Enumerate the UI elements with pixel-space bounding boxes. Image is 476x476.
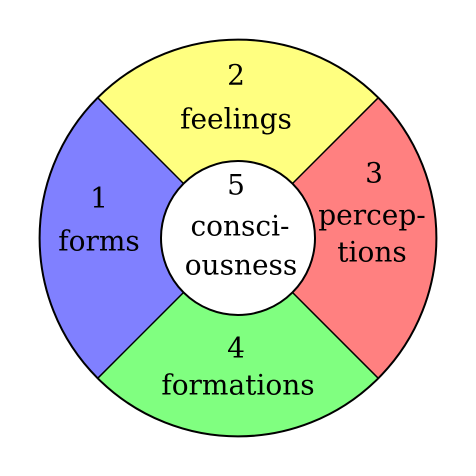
- segment-bottom-formations: [97, 238, 379, 437]
- center-circle-consciousness: [160, 160, 316, 316]
- right-segment-label-line2: tions: [337, 236, 406, 269]
- left-segment-label: forms: [58, 225, 140, 258]
- segment-right-perceptions: [238, 97, 437, 379]
- segment-top-feelings: [97, 39, 379, 239]
- left-segment-number: 1: [90, 182, 108, 215]
- top-segment-label: feelings: [180, 103, 292, 136]
- center-label-line1: consci-: [190, 210, 289, 243]
- center-number: 5: [227, 169, 245, 202]
- center-label-line2: ousness: [185, 249, 298, 282]
- right-segment-label-line1: percep-: [318, 199, 426, 232]
- right-segment-number: 3: [365, 157, 383, 190]
- segment-left-forms: [39, 97, 238, 379]
- outer-ring-outline: [38, 38, 438, 438]
- top-segment-number: 2: [227, 59, 245, 92]
- bottom-segment-label: formations: [161, 369, 314, 402]
- bottom-segment-number: 4: [227, 332, 245, 365]
